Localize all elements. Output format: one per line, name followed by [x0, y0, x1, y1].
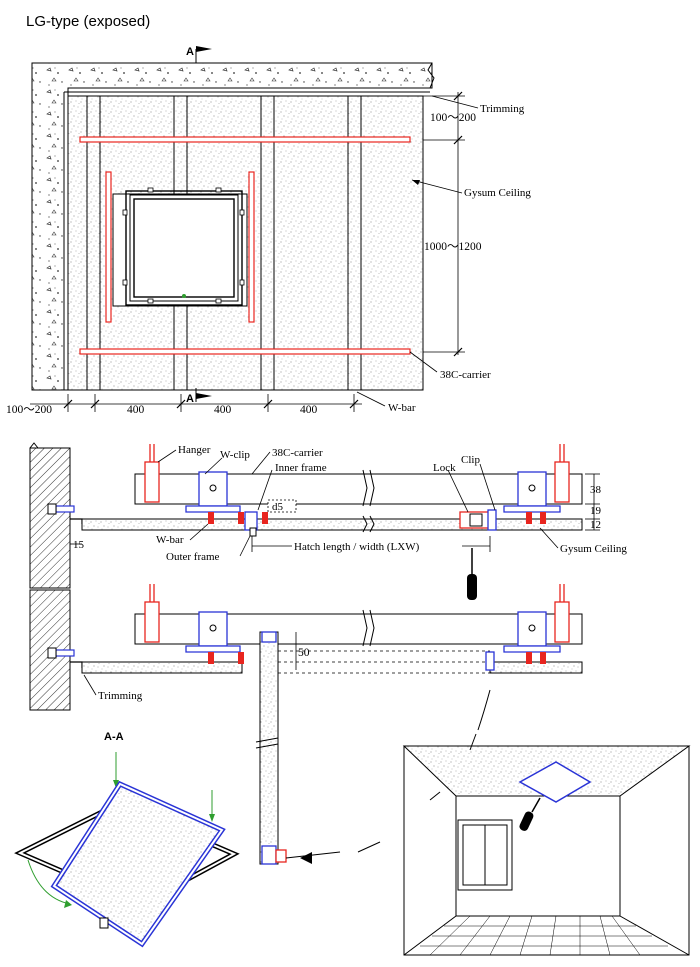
label-wclip: W-clip — [220, 449, 250, 461]
label-carrier-section: 38C-carrier — [272, 447, 323, 459]
dim-15: 15 — [73, 539, 85, 551]
section-closed: d5 Hanger W-clip 38C-carrier Inner frame… — [29, 442, 627, 600]
label-wbar-section: W-bar — [156, 534, 184, 546]
dim-38: 38 — [590, 484, 602, 496]
label-carrier-plan: 38C-carrier — [440, 369, 491, 381]
label-hanger: Hanger — [178, 444, 211, 456]
label-wbar-plan: W-bar — [388, 402, 416, 414]
room-perspective — [357, 733, 691, 956]
dim-bottom-400-c: 400 — [300, 404, 318, 416]
label-aa: A-A — [104, 731, 124, 743]
dim-bottom-400-a: 400 — [127, 404, 145, 416]
page-title: LG-type (exposed) — [26, 13, 151, 30]
label-trimming-section: Trimming — [98, 690, 143, 702]
detail-aa: A-A — [14, 731, 240, 948]
label-gypsum-plan: Gysum Ceiling — [464, 187, 531, 199]
dim-gap-top: 100～200 — [430, 112, 476, 124]
label-inner-frame: Inner frame — [275, 462, 327, 474]
dim-50: 50 — [298, 647, 310, 659]
label-d5: d5 — [272, 501, 284, 513]
section-open: 50 Trimming — [29, 584, 583, 865]
label-lock: Lock — [433, 462, 456, 474]
plan-view: A A Trimming 100～200 Gysum Ceiling 1000～… — [6, 46, 531, 416]
label-hatch-size: Hatch length / width (LXW) — [294, 541, 420, 553]
section-marker-top: A — [186, 46, 194, 58]
screwdriver-icon — [467, 548, 477, 600]
dim-bottom-gap: 100～200 — [6, 404, 52, 416]
dim-19: 19 — [590, 505, 602, 517]
section-marker-bottom: A — [186, 393, 194, 405]
label-outer-frame: Outer frame — [166, 551, 220, 563]
dim-bottom-400-b: 400 — [214, 404, 232, 416]
label-clip: Clip — [461, 454, 480, 466]
screwdriver-icon-room — [519, 797, 541, 831]
dim-12: 12 — [590, 519, 601, 531]
dim-span: 1000～1200 — [424, 241, 482, 253]
label-gypsum-section: Gysum Ceiling — [560, 543, 627, 555]
label-trimming-plan: Trimming — [480, 103, 525, 115]
